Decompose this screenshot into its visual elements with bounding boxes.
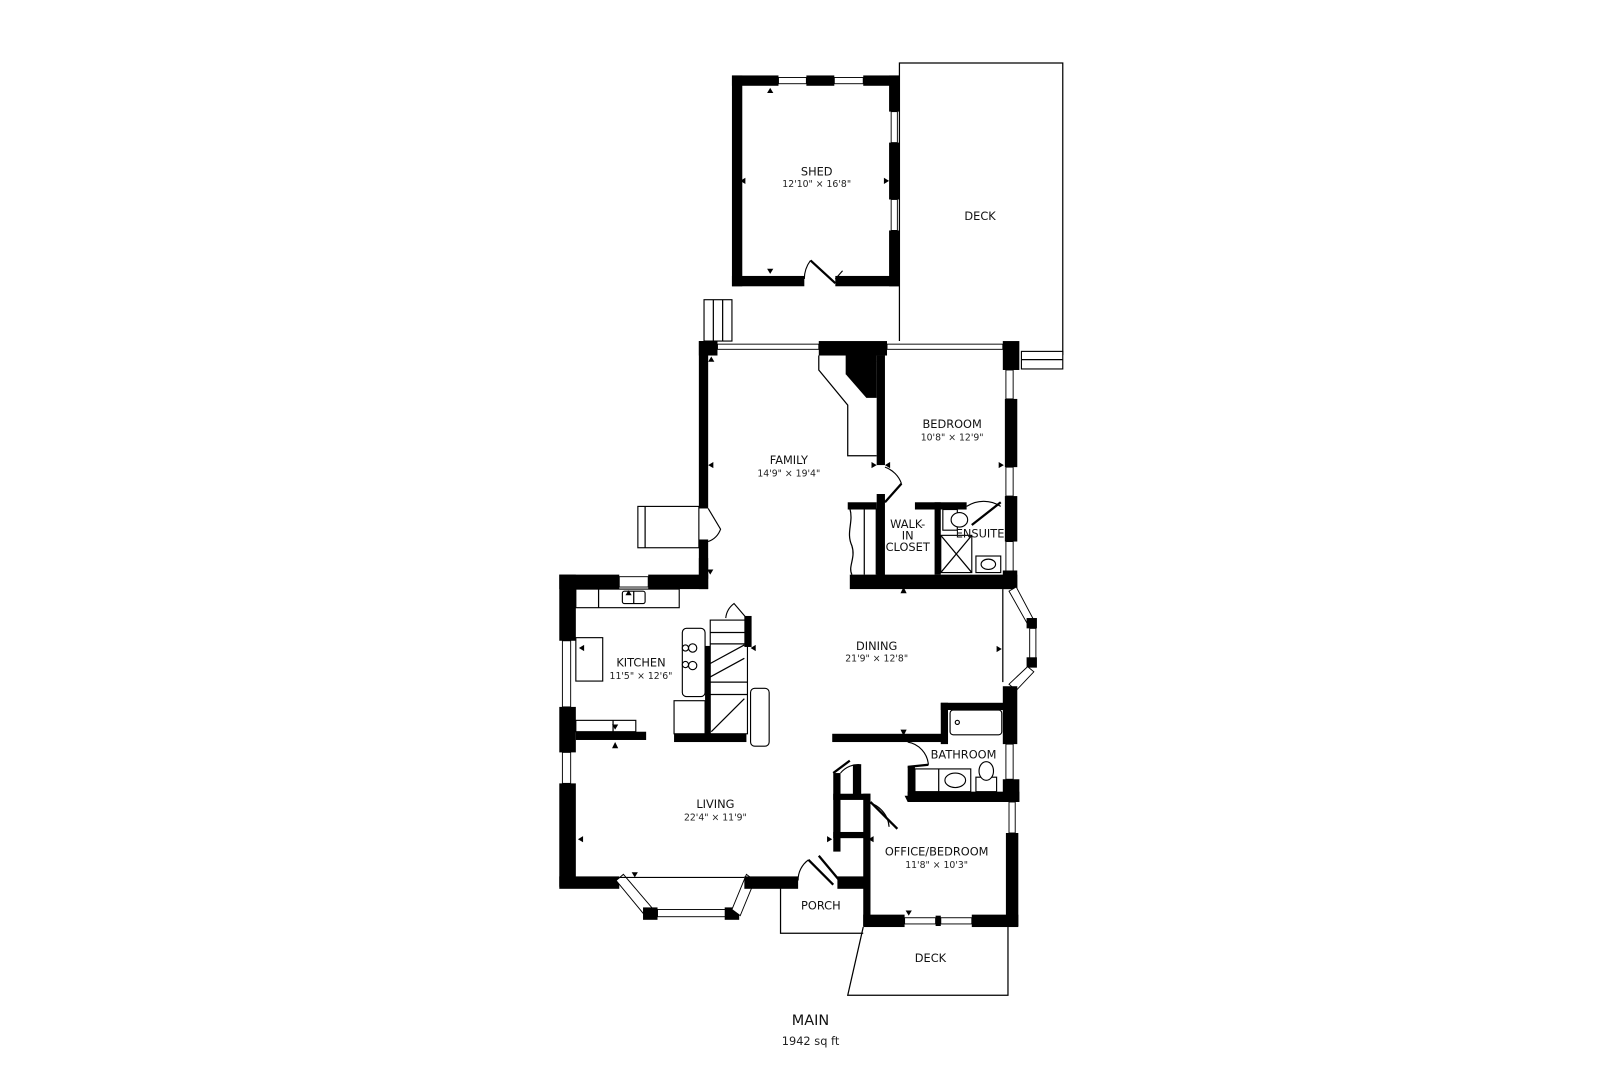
walk-in-closet-label-1: WALK- xyxy=(890,517,925,531)
room-living: LIVING 22'4" × 11'9" xyxy=(684,797,747,823)
room-dining: DINING 21'9" × 12'8" xyxy=(845,639,908,664)
bathroom-label: BATHROOM xyxy=(931,748,997,762)
dining-label: DINING xyxy=(856,639,897,653)
room-kitchen: KITCHEN 11'5" × 12'6" xyxy=(610,656,673,682)
staircase xyxy=(705,602,770,747)
shed-label: SHED xyxy=(801,165,833,179)
dimension-markers xyxy=(577,87,1004,916)
office-bedroom-dimensions: 11'8" × 10'3" xyxy=(905,860,968,871)
deck-bottom-label: DECK xyxy=(915,951,947,965)
closet-fixtures xyxy=(848,508,884,575)
walk-in-closet-label-3: CLOSET xyxy=(886,540,930,554)
room-bedroom: BEDROOM 10'8" × 12'9" xyxy=(921,417,984,443)
deck-top-label: DECK xyxy=(964,209,996,223)
room-office-bedroom: OFFICE/BEDROOM 11'8" × 10'3" xyxy=(885,845,989,871)
family-dimensions: 14'9" × 19'4" xyxy=(757,468,820,479)
office-bedroom-label: OFFICE/BEDROOM xyxy=(885,845,989,859)
kitchen-fixtures xyxy=(575,588,706,735)
floor-area: 1942 sq ft xyxy=(782,1034,840,1048)
interior-doors xyxy=(797,466,1002,886)
shed-stairs xyxy=(703,299,733,342)
living-dimensions: 22'4" × 11'9" xyxy=(684,813,747,824)
dining-dimensions: 21'9" × 12'8" xyxy=(845,653,908,664)
ensuite-fixtures xyxy=(940,508,1002,574)
porch-label: PORCH xyxy=(801,898,841,912)
room-family: FAMILY 14'9" × 19'4" xyxy=(757,453,820,479)
room-walk-in-closet: WALK- IN CLOSET xyxy=(886,517,930,554)
kitchen-label: KITCHEN xyxy=(616,656,665,670)
porch-outline xyxy=(779,886,864,934)
floor-name: MAIN xyxy=(792,1013,829,1029)
kitchen-dimensions: 11'5" × 12'6" xyxy=(610,671,673,682)
bathroom-fixtures xyxy=(914,709,1003,793)
family-label: FAMILY xyxy=(770,453,808,467)
room-shed: SHED 12'10" × 16'8" xyxy=(782,165,851,190)
house-walls xyxy=(559,341,1037,928)
shed-walls xyxy=(731,75,900,287)
walk-in-closet-label-2: IN xyxy=(902,528,914,542)
bedroom-dimensions: 10'8" × 12'9" xyxy=(921,432,984,443)
family-side-entry xyxy=(637,505,722,549)
shed-dimensions: 12'10" × 16'8" xyxy=(782,179,851,190)
living-label: LIVING xyxy=(696,797,734,811)
floor-caption: MAIN 1942 sq ft xyxy=(782,1013,840,1048)
bedroom-label: BEDROOM xyxy=(922,417,981,431)
deck-bottom-outline xyxy=(846,926,1009,996)
ensuite-label: ENSUITE xyxy=(956,526,1005,540)
